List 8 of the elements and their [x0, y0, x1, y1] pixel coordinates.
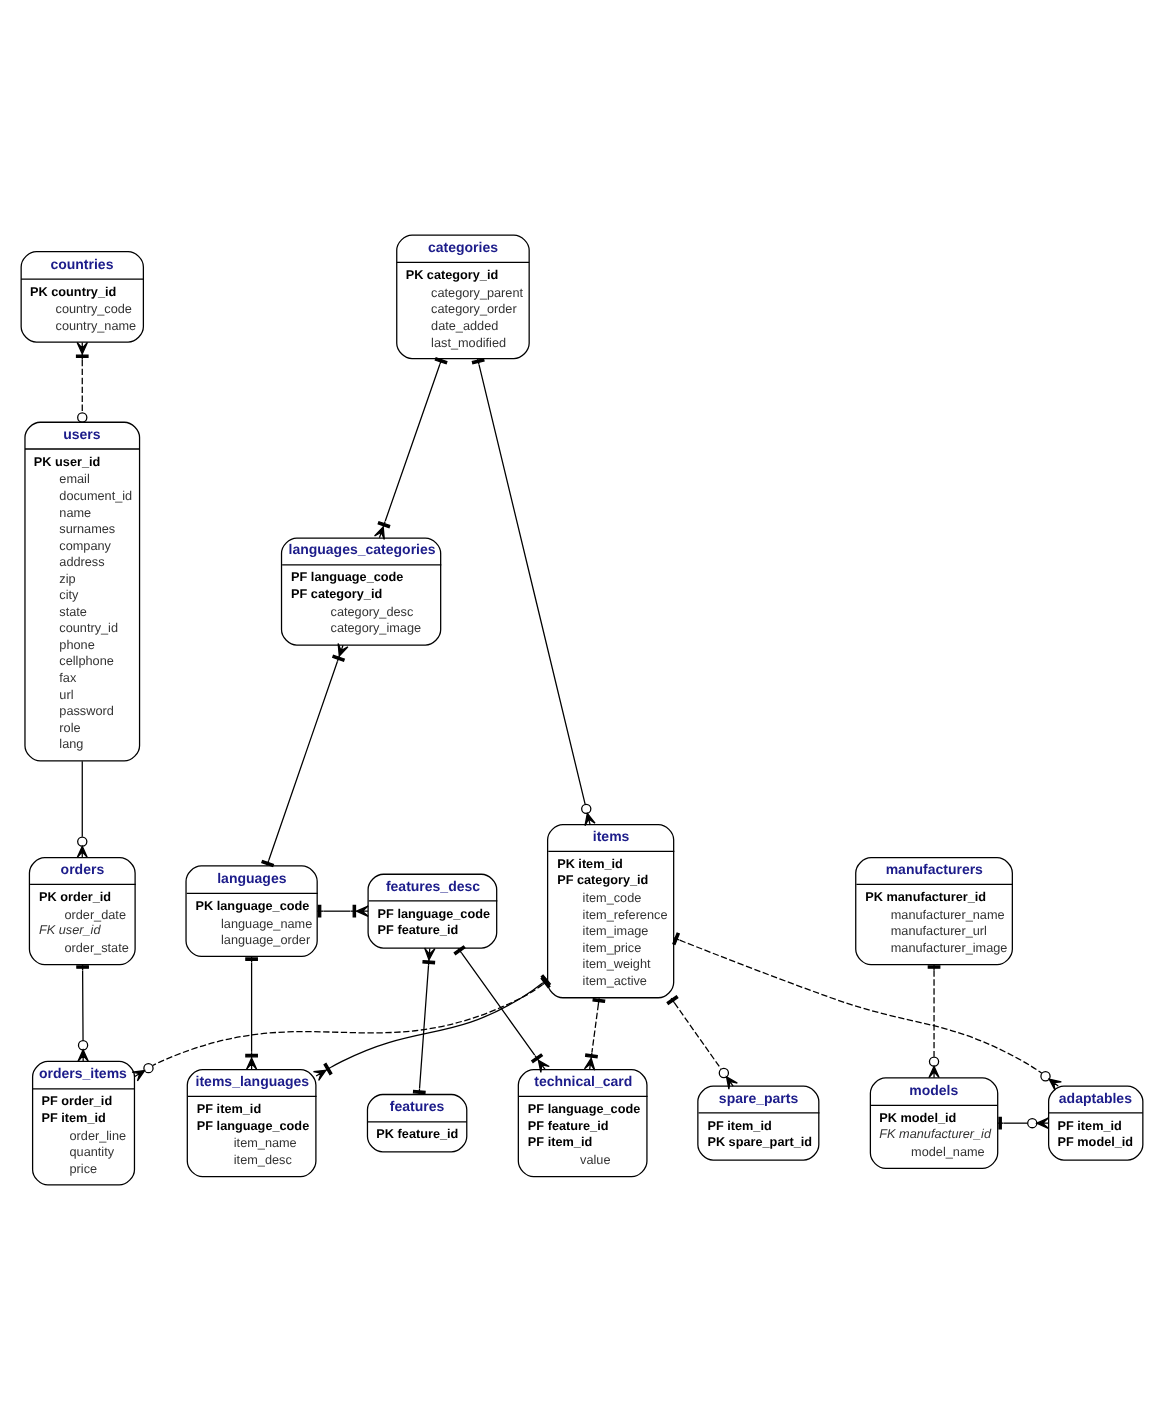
connector [666, 994, 738, 1089]
connector [76, 759, 89, 858]
connector [471, 357, 596, 826]
connector [583, 996, 606, 1070]
connector [373, 356, 448, 540]
connector [672, 931, 1062, 1090]
connector [75, 340, 89, 422]
connector [927, 963, 941, 1078]
